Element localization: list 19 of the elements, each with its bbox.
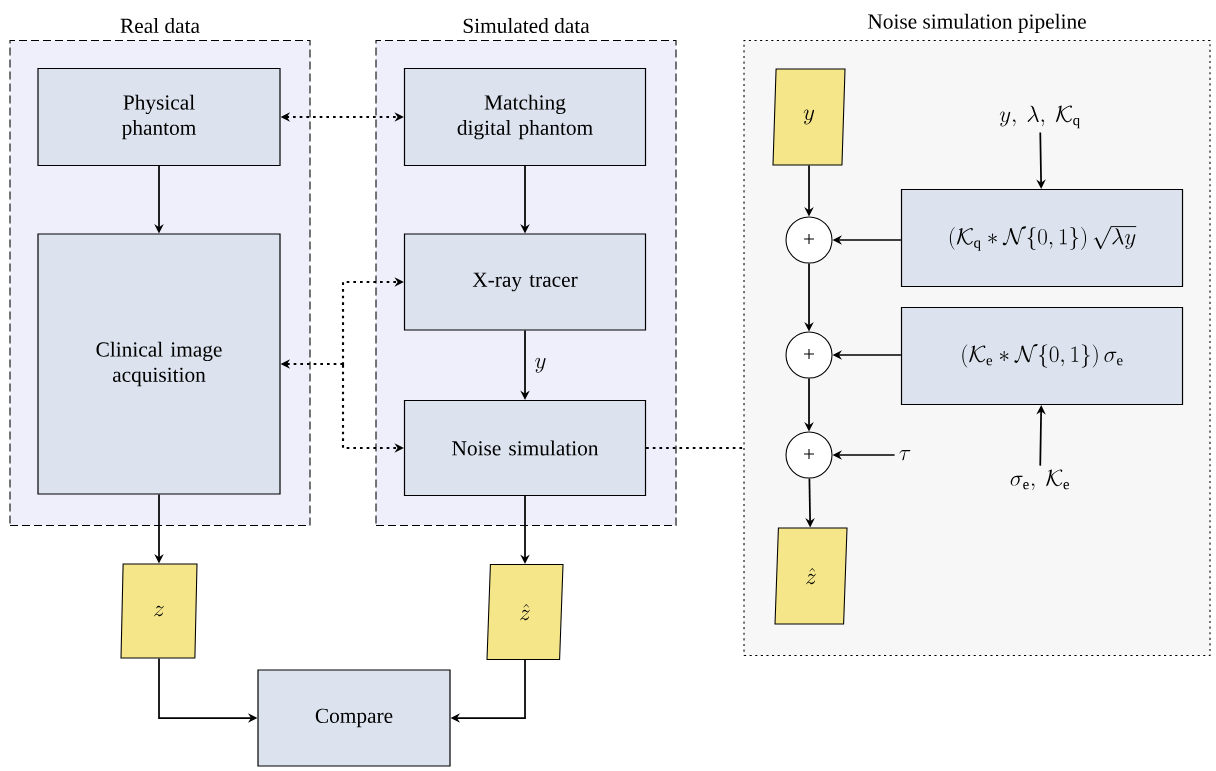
process-box: X-ray tracer bbox=[403, 233, 647, 331]
connector bbox=[646, 446, 744, 450]
process-box: Compare bbox=[257, 669, 451, 767]
process-box: Matching digital phantom bbox=[403, 67, 647, 167]
input-label: $\sigma_\mathrm{e},\ \mathcal{K}_\mathrm{e}$ bbox=[1010, 469, 1070, 491]
data-parallelogram: $\hat{z}$ bbox=[774, 527, 848, 625]
process-box: Noise simulation bbox=[403, 399, 647, 497]
data-parallelogram: $z$ bbox=[120, 563, 198, 659]
process-box: $(\mathcal{K}_\mathrm{e} * \mathcal{N}\{0,1\})\,\sigma_\mathrm{e}$ bbox=[900, 306, 1184, 406]
node-label: Simulated data bbox=[463, 18, 590, 34]
process-box: Clinical image acquisition bbox=[37, 233, 281, 495]
data-parallelogram: $\hat{z}$ bbox=[486, 563, 564, 661]
input-label: $\tau$ bbox=[899, 450, 911, 461]
process-box: Physical phantom bbox=[37, 67, 281, 167]
input-label: $y,\ \lambda,\ \mathcal{K}_\mathrm{q}$ bbox=[999, 105, 1080, 129]
data-parallelogram: $y$ bbox=[772, 68, 846, 166]
node-label: Real data bbox=[120, 18, 200, 34]
node-label: Noise simulation pipeline bbox=[868, 13, 1086, 34]
process-box: $(\mathcal{K}_\mathrm{q} * \mathcal{N}\{0,1\})\,\sqrt{\lambda y}$ bbox=[900, 188, 1184, 288]
